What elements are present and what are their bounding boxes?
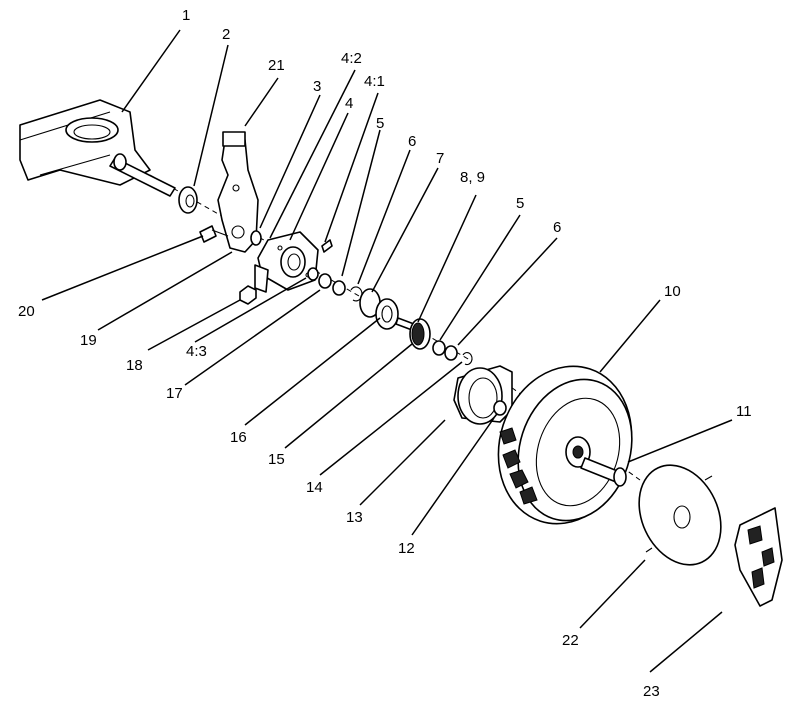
deck-housing-part bbox=[19, 99, 176, 197]
washer-5b-part bbox=[432, 340, 446, 356]
callout-15: 15 bbox=[268, 451, 285, 468]
drive-bearing-part bbox=[375, 298, 399, 330]
callout-5b: 5 bbox=[516, 195, 524, 212]
axle-bolt-part bbox=[580, 457, 627, 487]
callout-11: 11 bbox=[736, 403, 752, 420]
hub-cup-part bbox=[453, 365, 513, 425]
bearing-nut-part bbox=[307, 267, 319, 281]
bolt-part bbox=[199, 225, 229, 243]
wheel-insert-part bbox=[734, 507, 783, 607]
screw-part bbox=[321, 239, 333, 253]
callout-4: 4 bbox=[345, 95, 353, 112]
callout-16: 16 bbox=[230, 429, 247, 446]
washer-part bbox=[178, 186, 198, 214]
retaining-clip-6-part bbox=[350, 286, 363, 302]
hub-cap-part bbox=[638, 464, 722, 566]
hex-nut-part bbox=[239, 285, 257, 305]
callout-13: 13 bbox=[346, 509, 363, 526]
callout-6b: 6 bbox=[553, 219, 561, 236]
callout-12: 12 bbox=[398, 540, 415, 557]
leader-lines bbox=[41, 29, 733, 673]
callout-7: 7 bbox=[436, 150, 444, 167]
callout-19: 19 bbox=[80, 332, 97, 349]
callout-23: 23 bbox=[643, 683, 660, 700]
callout-8-9: 8, 9 bbox=[460, 169, 485, 186]
bearing-plate-part bbox=[254, 231, 319, 293]
callout-17: 17 bbox=[166, 385, 183, 402]
callout-20: 20 bbox=[18, 303, 35, 320]
callout-4-2: 4:2 bbox=[341, 50, 362, 67]
washer-5-part bbox=[332, 280, 346, 296]
callout-6a: 6 bbox=[408, 133, 416, 150]
washer-17-part bbox=[318, 273, 332, 289]
spacer-ring-part bbox=[250, 230, 262, 246]
callout-1: 1 bbox=[182, 7, 190, 24]
clip-14-part bbox=[462, 351, 473, 366]
hub-spacer-part bbox=[493, 400, 507, 416]
callout-5a: 5 bbox=[376, 115, 384, 132]
callout-4-1: 4:1 bbox=[364, 73, 385, 90]
callout-14: 14 bbox=[306, 479, 323, 496]
pinion-gear-part bbox=[409, 318, 431, 350]
height-bracket-part bbox=[217, 131, 259, 253]
callout-10: 10 bbox=[664, 283, 681, 300]
wheel-part bbox=[497, 365, 633, 525]
callout-2: 2 bbox=[222, 26, 230, 43]
callout-4-3: 4:3 bbox=[186, 343, 207, 360]
callout-3: 3 bbox=[313, 78, 321, 95]
callout-21: 21 bbox=[268, 57, 285, 74]
callout-22: 22 bbox=[562, 632, 579, 649]
washer-6b-part bbox=[444, 345, 458, 361]
callout-18: 18 bbox=[126, 357, 143, 374]
